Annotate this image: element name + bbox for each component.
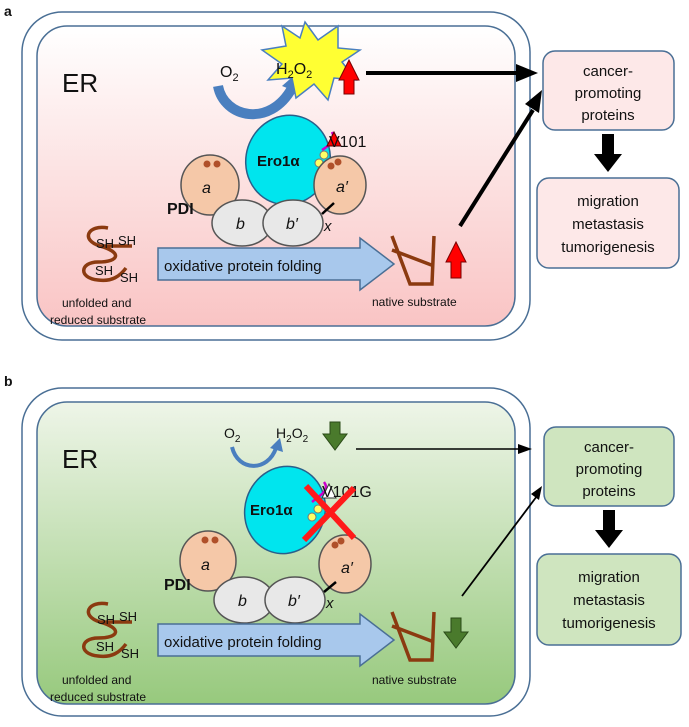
- sh-group: SH: [121, 646, 139, 661]
- native-label: native substrate: [372, 295, 457, 309]
- pdi-domain-a: [180, 154, 240, 216]
- pdi-domain-a-label: a: [201, 557, 210, 574]
- pdi-domain-a-prime-label: a′: [336, 179, 349, 196]
- o2-conversion-arrow: [213, 84, 297, 119]
- unfolded-substrate: [82, 601, 132, 659]
- arrow-native-to-proteins: [458, 108, 535, 228]
- cancer-promoting-proteins-box: [542, 50, 675, 131]
- x-linker: [321, 202, 335, 215]
- pdi-domain-a: [179, 530, 237, 592]
- sh-group: SH: [120, 270, 138, 285]
- arrow-native-to-proteins: [461, 495, 538, 597]
- box2-line1: migration: [578, 569, 640, 586]
- pdi-domain-b-label: b: [238, 593, 247, 610]
- native-substrate: [390, 611, 436, 662]
- outcomes-box: [536, 553, 682, 646]
- panel-a: a ER O2 H2O2 Ero1α V101 a a′: [4, 3, 680, 341]
- box1-line2: promoting: [575, 85, 642, 102]
- pdi-domain-b-prime: [264, 576, 326, 624]
- panel-b-letter: b: [4, 373, 13, 389]
- oxidative-folding-arrow: [157, 612, 396, 668]
- h2o2-decrease-arrow: [322, 421, 348, 451]
- box2-line2: metastasis: [573, 592, 645, 609]
- pdi-domain-a-label: a: [202, 180, 211, 197]
- panel-a-letter: a: [4, 3, 12, 19]
- cancer-promoting-proteins-box: [543, 426, 675, 507]
- native-substrate: [390, 235, 436, 286]
- unfolded-label-line2: reduced substrate: [50, 313, 146, 327]
- sh-group: SH: [96, 236, 114, 251]
- v101-marker: [326, 130, 342, 147]
- sh-group: SH: [118, 233, 136, 248]
- box2-line3: tumorigenesis: [561, 239, 654, 256]
- box1-line3: proteins: [582, 483, 635, 500]
- x-linker-label: x: [325, 595, 334, 612]
- pdi-label: PDI: [167, 201, 194, 218]
- box2-line3: tumorigenesis: [562, 615, 655, 632]
- native-decrease-arrow: [443, 617, 469, 649]
- process-label: oxidative protein folding: [164, 258, 322, 275]
- box1-line1: cancer-: [583, 63, 633, 80]
- o2-label: O2: [220, 64, 239, 84]
- arrow-proteins-to-outcomes: [595, 510, 623, 548]
- sh-group: SH: [119, 609, 137, 624]
- ero1a-label: Ero1α: [250, 502, 293, 519]
- box1-line3: proteins: [581, 107, 634, 124]
- unfolded-label-line1: unfolded and: [62, 296, 131, 310]
- process-label: oxidative protein folding: [164, 634, 322, 651]
- ero1a-label: Ero1α: [257, 153, 300, 170]
- h2o2-increase-arrow: [338, 58, 360, 95]
- er-label: ER: [62, 444, 98, 474]
- unfolded-substrate: [82, 225, 132, 283]
- native-increase-arrow: [445, 240, 467, 279]
- pdi-domain-a-prime-label: a′: [341, 560, 354, 577]
- er-label: ER: [62, 68, 98, 98]
- native-label: native substrate: [372, 673, 457, 687]
- box2-line2: metastasis: [572, 216, 644, 233]
- sh-group: SH: [96, 639, 114, 654]
- o2-conversion-arrow: [230, 446, 278, 468]
- pdi-domain-a-prime: [313, 155, 367, 215]
- h2o2-label: H2O2: [276, 61, 312, 81]
- panel-b: b ER O2 H2O2 Ero1α V101G a a′ b: [4, 373, 682, 717]
- pdi-label: PDI: [164, 577, 191, 594]
- unfolded-label-line2: reduced substrate: [50, 690, 146, 704]
- box1-line2: promoting: [576, 461, 643, 478]
- sh-group: SH: [95, 263, 113, 278]
- pdi-domain-b-prime-label: b′: [288, 593, 301, 610]
- arrow-proteins-to-outcomes: [594, 134, 622, 172]
- v101-label: V101: [329, 134, 366, 151]
- pdi-domain-b-label: b: [236, 216, 245, 233]
- box1-line1: cancer-: [584, 439, 634, 456]
- v101g-marker: [321, 482, 337, 499]
- oxidative-folding-arrow: [157, 236, 396, 292]
- pdi-domain-b-prime: [262, 199, 324, 247]
- pdi-domain-a-prime: [318, 534, 372, 594]
- box2-line1: migration: [577, 193, 639, 210]
- pdi-domain-b-prime-label: b′: [286, 216, 299, 233]
- sh-group: SH: [97, 612, 115, 627]
- h2o2-label: H2O2: [276, 425, 309, 445]
- x-linker: [323, 581, 337, 593]
- h2o2-burst: [260, 20, 363, 102]
- unfolded-label-line1: unfolded and: [62, 673, 131, 687]
- outcomes-box: [536, 177, 680, 269]
- x-linker-label: x: [323, 218, 332, 235]
- o2-label: O2: [224, 425, 241, 445]
